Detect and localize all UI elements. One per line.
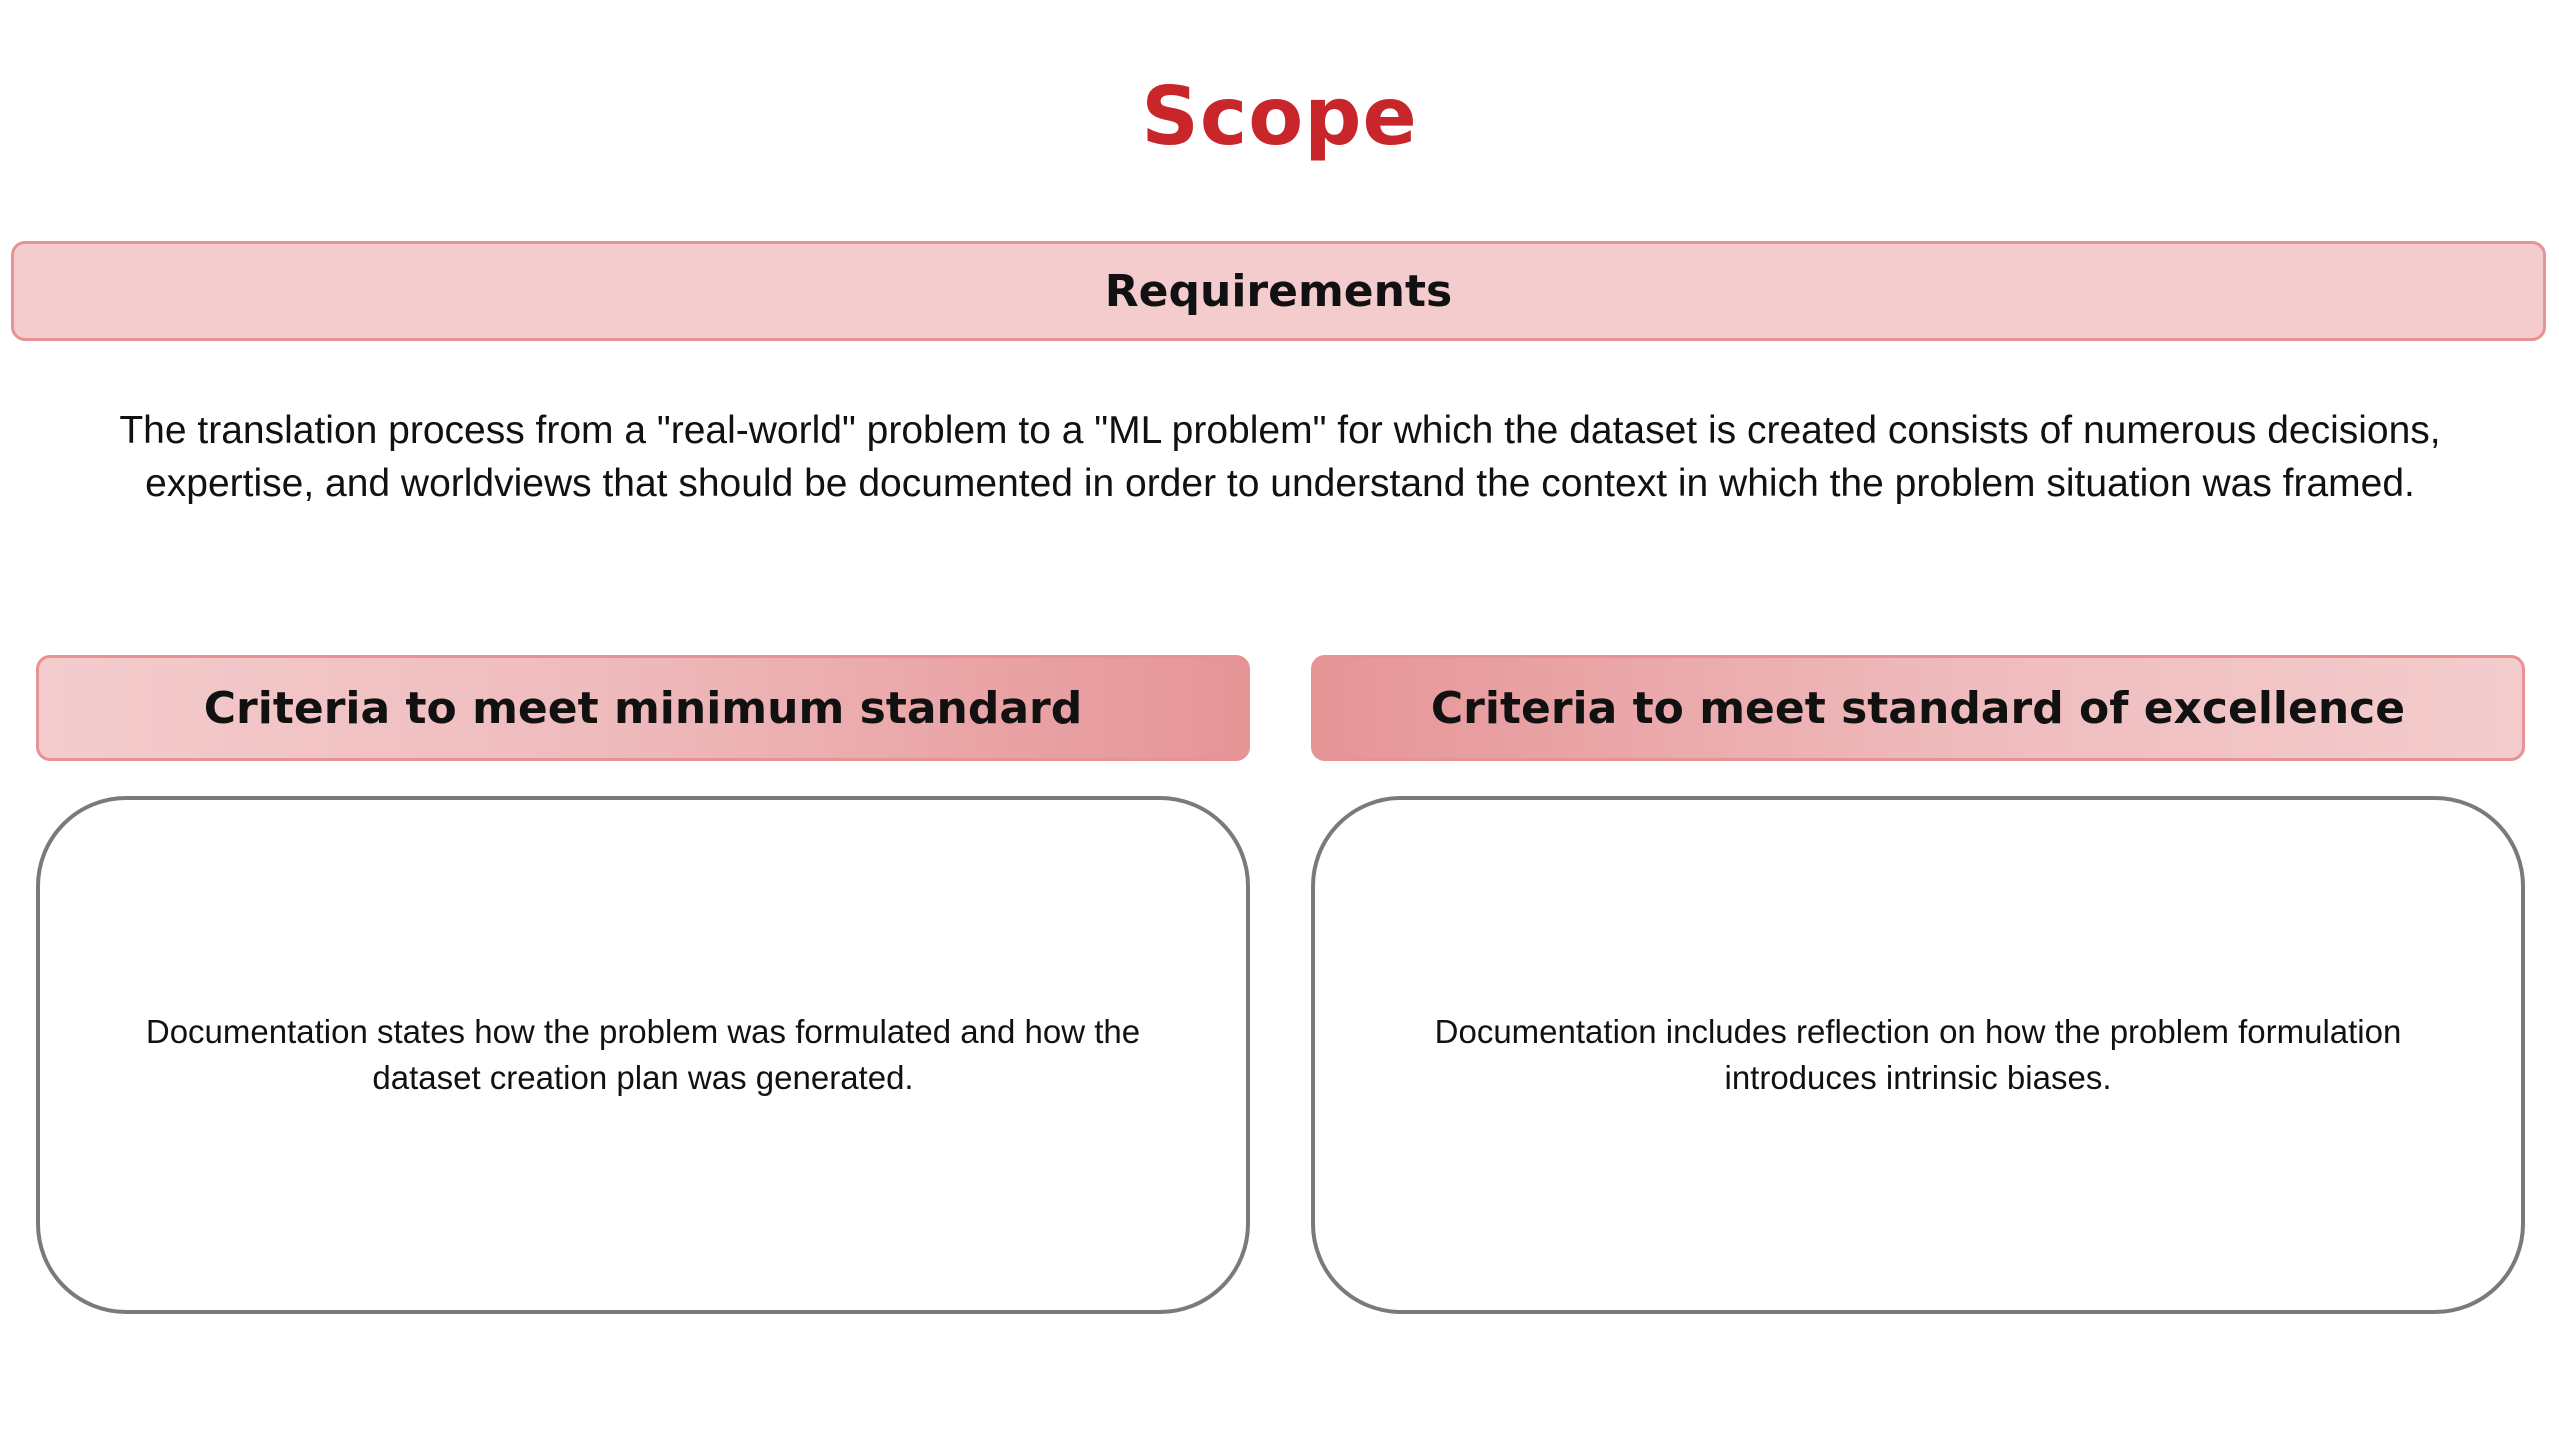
requirements-header: Requirements [11,241,2546,341]
excellence-criteria-header: Criteria to meet standard of excellence [1311,655,2525,761]
excellence-criteria-box: Documentation includes reflection on how… [1311,796,2525,1314]
minimum-criteria-heading: Criteria to meet minimum standard [203,682,1083,734]
excellence-criteria-text: Documentation includes reflection on how… [1434,1013,2402,1096]
requirements-description: The translation process from a "real-wor… [119,409,2441,505]
minimum-criteria-text: Documentation states how the problem was… [145,1013,1141,1096]
requirements-heading: Requirements [1104,265,1453,317]
minimum-criteria-box: Documentation states how the problem was… [36,796,1250,1314]
excellence-criteria-heading: Criteria to meet standard of excellence [1430,682,2406,734]
minimum-criteria-header: Criteria to meet minimum standard [36,655,1250,761]
page-title: Scope [1141,70,1418,163]
